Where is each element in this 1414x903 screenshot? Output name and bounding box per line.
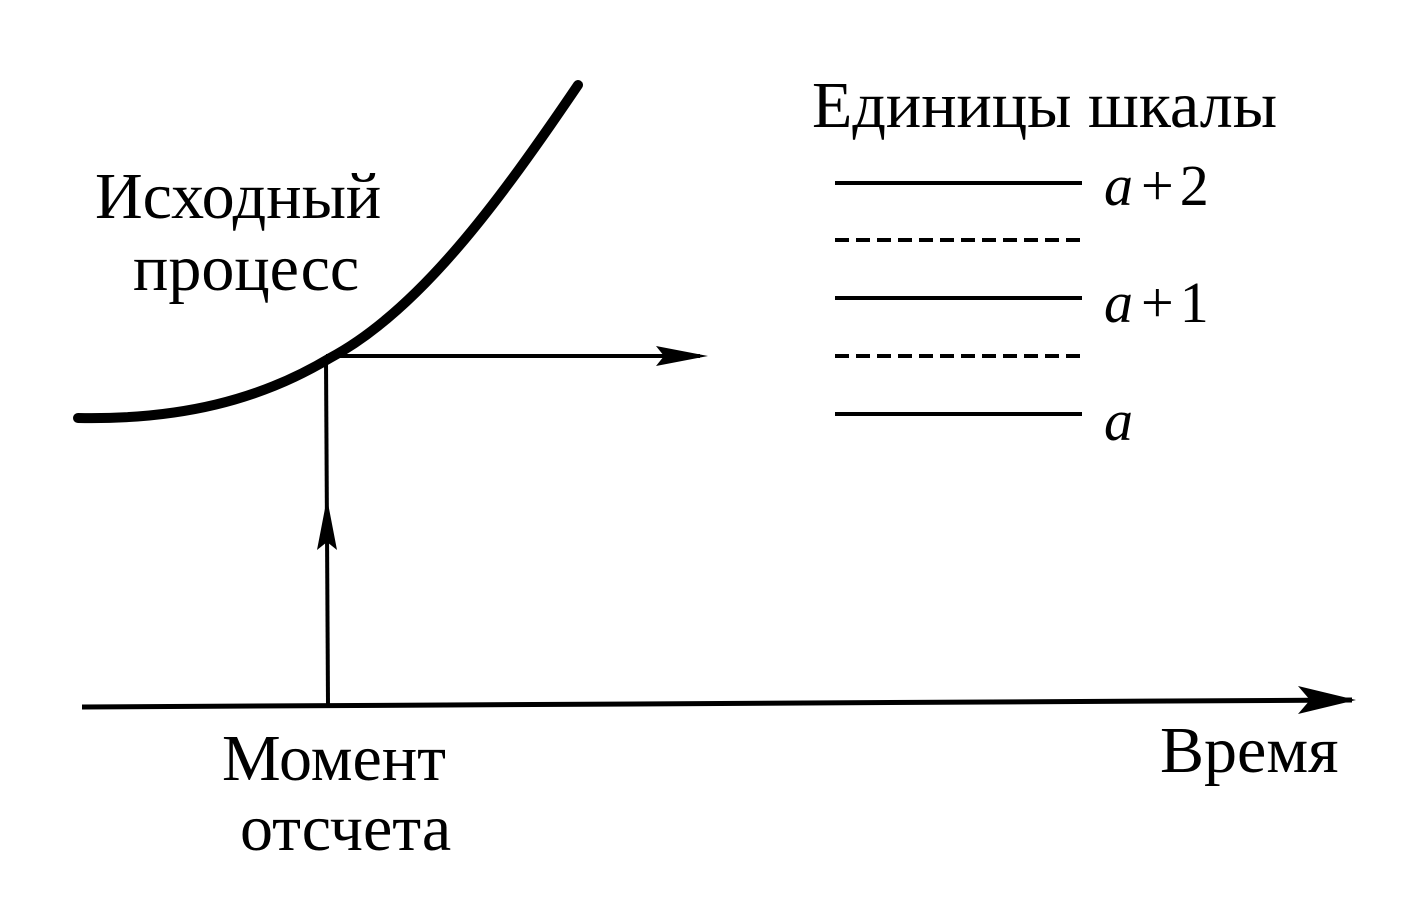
sampling-arrowhead	[317, 498, 337, 550]
process-label-line2: процесс	[133, 232, 359, 305]
scale-label-a: a	[1104, 388, 1133, 453]
time-axis	[81, 697, 1353, 710]
moment-label-line1: Момент	[222, 722, 446, 795]
scale-label-a-plus-1: a+1	[1104, 270, 1209, 335]
scale-title: Единицы шкалы	[812, 69, 1277, 142]
process-label-line1: Исходный	[95, 160, 381, 233]
moment-label-line2: отсчета	[240, 792, 451, 865]
projection-arrowhead	[656, 346, 708, 366]
time-axis-arrowhead	[1298, 686, 1356, 714]
time-axis-label: Время	[1160, 714, 1338, 787]
scale-label-a-plus-2: a+2	[1104, 153, 1209, 218]
